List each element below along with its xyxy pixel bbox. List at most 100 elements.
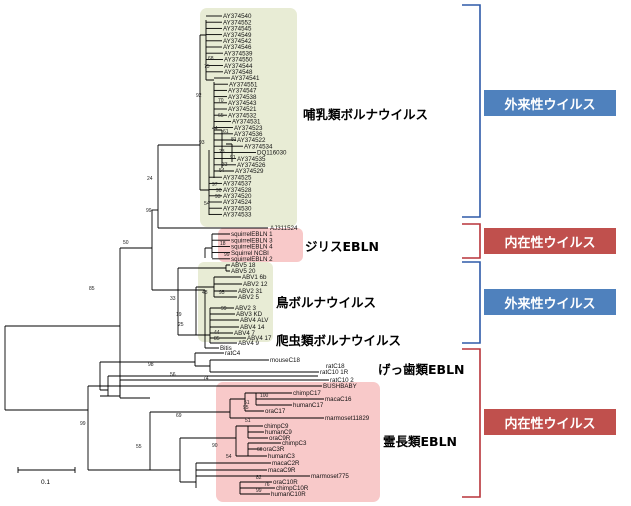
taxon-label: chimpC10R — [276, 485, 309, 492]
taxon-label: AY374548 — [224, 69, 253, 76]
taxon-label: marmoset11829 — [325, 415, 370, 422]
taxon-label: oraC3R — [263, 446, 285, 453]
bootstrap-value: 99 — [256, 488, 262, 494]
taxon-label: ABV4 14 — [240, 324, 265, 331]
taxon-label: AY374528 — [223, 187, 252, 194]
taxon-label: chimpC3 — [282, 440, 307, 447]
bootstrap-value: 75 — [204, 64, 210, 70]
taxon-label: mouseC18 — [270, 357, 300, 364]
taxon-label: ABV3 KD — [236, 311, 263, 318]
taxon-label: humanC10R — [271, 491, 306, 498]
taxon-label: AY374543 — [228, 100, 257, 107]
mammal-clade-box — [200, 8, 297, 227]
tree-branch — [119, 379, 329, 399]
taxon-label: AY374549 — [223, 32, 252, 39]
bootstrap-value: 48 — [202, 290, 208, 296]
bootstrap-value: 95 — [219, 290, 225, 296]
tree-leaves: AY374540AY374552AY374545AY374549AY374542… — [220, 13, 370, 498]
bootstrap-value: 70 — [218, 98, 224, 104]
tree-branch — [195, 286, 214, 336]
taxon-label: macaC9R — [268, 467, 296, 474]
taxon-label: AY374546 — [223, 44, 252, 51]
bootstrap-value: 98 — [148, 362, 154, 368]
bootstrap-value: 68 — [208, 56, 214, 62]
bootstrap-value: 54 — [226, 454, 232, 460]
bootstrap-value: 54 — [219, 168, 225, 174]
bootstrap-value: 24 — [147, 176, 153, 182]
tree-branch — [244, 392, 324, 412]
taxon-label: marmoset775 — [311, 473, 349, 480]
scale-bar — [17, 467, 76, 473]
taxon-label: AY374541 — [231, 75, 260, 82]
exogenous-bracket-1 — [462, 4, 481, 218]
tree-branch — [235, 425, 248, 457]
taxon-label: squirrelEBLN 3 — [231, 237, 273, 244]
taxon-label: humanC3 — [268, 453, 295, 460]
taxon-label: AY374531 — [232, 119, 261, 126]
taxon-label: AY374530 — [223, 205, 252, 212]
taxon-label: AY374544 — [224, 63, 253, 70]
taxon-label: AY374545 — [223, 26, 252, 33]
taxon-label: DQ116030 — [257, 150, 287, 157]
bootstrap-value: 18 — [220, 241, 226, 247]
taxon-label: macaC2R — [272, 460, 300, 467]
tree-branch — [239, 481, 275, 495]
bootstrap-value: 19 — [176, 312, 182, 318]
tree-branch — [214, 129, 223, 168]
bootstrap-value: 91 — [230, 155, 236, 161]
bootstrap-value: 90 — [212, 443, 218, 449]
endogenous-bracket-2 — [462, 348, 481, 498]
tree-branches — [4, 15, 329, 495]
tree-branch — [229, 398, 324, 419]
tree-branch — [247, 425, 268, 439]
group-label-squirrel: ジリスEBLN — [305, 239, 379, 254]
tree-branch — [226, 264, 230, 272]
taxon-label: ABV2 31 — [238, 288, 263, 295]
bootstrap-value: 99 — [224, 252, 230, 258]
bootstrap-value: 76 — [264, 482, 270, 488]
bootstrap-value: 95 — [243, 405, 249, 411]
taxon-label: AY374523 — [234, 125, 263, 132]
taxon-label: BUSHBABY — [323, 383, 357, 390]
taxon-label: squirrelEBLN 4 — [231, 244, 273, 251]
bootstrap-value: 33 — [222, 162, 228, 168]
taxon-label: AY374540 — [223, 13, 252, 20]
group-label-bird: 鳥ボルナウイルス — [276, 295, 376, 310]
tree-branch — [179, 437, 236, 483]
tree-branch — [205, 20, 210, 215]
endogenous-bracket-1 — [462, 223, 481, 259]
tree-branch — [226, 143, 233, 162]
taxon-label: oraC10R — [273, 479, 298, 486]
primate-clade-box — [216, 382, 380, 502]
taxon-label: AY374537 — [223, 181, 252, 188]
taxon-label: AY374552 — [223, 19, 252, 26]
taxon-label: AY374551 — [229, 81, 258, 88]
bootstrap-value: 90 — [216, 188, 222, 194]
group-label-primate: 霊長類EBLN — [383, 434, 457, 449]
taxon-label: ABV5 20 — [231, 268, 256, 275]
taxon-label: AY374533 — [223, 212, 252, 219]
tree-branch — [177, 267, 226, 336]
taxon-label: AY374534 — [244, 143, 273, 150]
scale-bar-label: 0.1 — [41, 479, 50, 486]
taxon-label: AY374547 — [228, 88, 257, 95]
bootstrap-value: 44 — [212, 126, 218, 132]
taxon-label: AY374539 — [224, 50, 253, 57]
tree-branch — [247, 442, 281, 457]
taxon-label: ratC10 1R — [320, 369, 349, 376]
squirrel-clade-box — [218, 228, 303, 262]
taxon-label: chimpC17 — [293, 390, 321, 397]
taxon-label: AY374538 — [228, 94, 257, 101]
bootstrap-value: 23 — [219, 149, 225, 155]
bootstrap-value: 51 — [244, 400, 250, 406]
taxon-label: AY374535 — [237, 156, 266, 163]
bootstrap-value: 65 — [218, 113, 224, 119]
bootstrap-value: 60 — [257, 447, 263, 453]
bootstrap-value: 69 — [176, 413, 182, 419]
tag-exogenous-1: 外来性ウイルス — [484, 90, 616, 116]
bootstrap-value: 85 — [214, 336, 220, 342]
bootstrap-value: 99 — [221, 306, 227, 312]
bootstrap-value: 51 — [245, 418, 251, 424]
bootstrap-value: 99 — [146, 208, 152, 214]
